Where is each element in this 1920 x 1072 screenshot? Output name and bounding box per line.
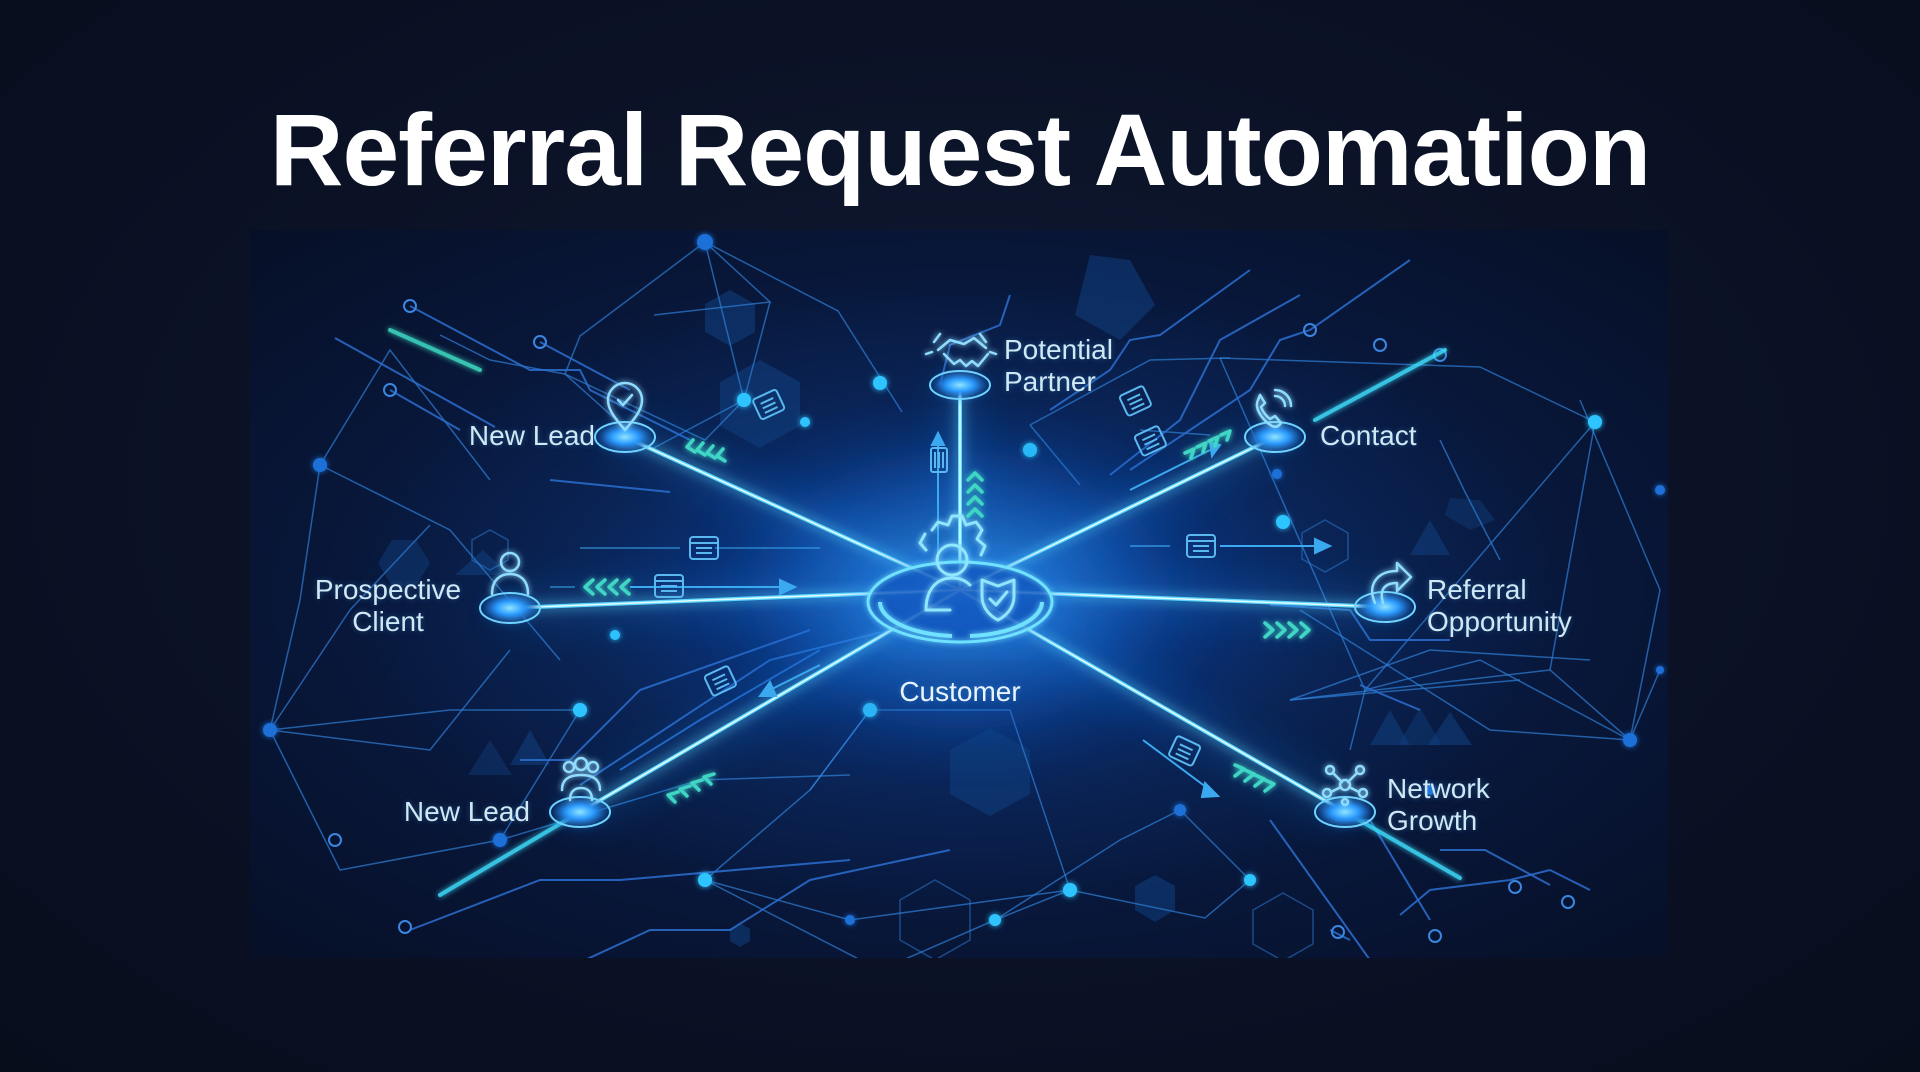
user-group-icon [560,756,602,802]
node-label-new-lead-bottom: New Lead [403,796,530,827]
customer-hub [860,514,1060,650]
chevrons-left-bottom [666,772,716,804]
node-label-prospective-client: Prospective Client [314,574,462,637]
node-rings [479,370,1416,828]
phone-ringing-icon [1255,388,1293,429]
doc-icon [703,665,737,697]
chevrons-right-mid [1263,621,1311,639]
chevrons-up [966,471,984,518]
doc-icon [689,536,719,560]
doc-icon [1118,385,1152,417]
node-label-referral-opportunity: Referral Opportunity [1427,574,1572,637]
chevrons-right-bottom [1233,763,1276,793]
chevrons-left-top [685,438,727,463]
node-label-potential-partner: Potential Partner [1004,334,1113,397]
network-nodes-icon [1321,764,1369,807]
node-icons [490,332,1413,807]
node-label-network-growth: Network Growth [1387,773,1490,836]
ring-new-lead-top [594,421,656,453]
doc-icon [1168,735,1202,767]
barcode-icon [930,447,948,473]
node-label-new-lead-top: New Lead [468,420,595,451]
node-label-contact: Contact [1320,420,1417,451]
user-icon [490,551,530,596]
user-gear-shield-icon [918,514,1016,622]
handshake-icon [924,332,998,368]
doc-icon [1133,425,1167,457]
hub-label-customer: Customer [899,676,1021,707]
doc-icon [654,574,684,598]
doc-icon [752,389,786,420]
network-dots [263,234,1665,926]
ring-potential-partner [929,370,991,400]
share-arrow-icon [1371,561,1413,605]
chevron-arrows [583,429,1311,804]
chevrons-right-top [1183,429,1232,460]
location-pin-check-icon [606,381,644,432]
background-outline-hexes [471,519,1349,958]
doc-icon [1186,534,1216,558]
chevrons-left-mid [583,578,631,596]
page-title: Referral Request Automation [269,93,1651,207]
ring-prospective-client [479,592,541,624]
ring-new-lead-bottom [549,796,611,828]
ring-contact [1244,421,1306,453]
document-icons [654,385,1216,767]
ring-network-growth [1314,796,1376,828]
ring-referral-opportunity [1354,591,1416,623]
referral-network-diagram: New Lead Potential Partner Contact Prosp… [250,230,1668,958]
trace-end-circles [328,299,1575,943]
